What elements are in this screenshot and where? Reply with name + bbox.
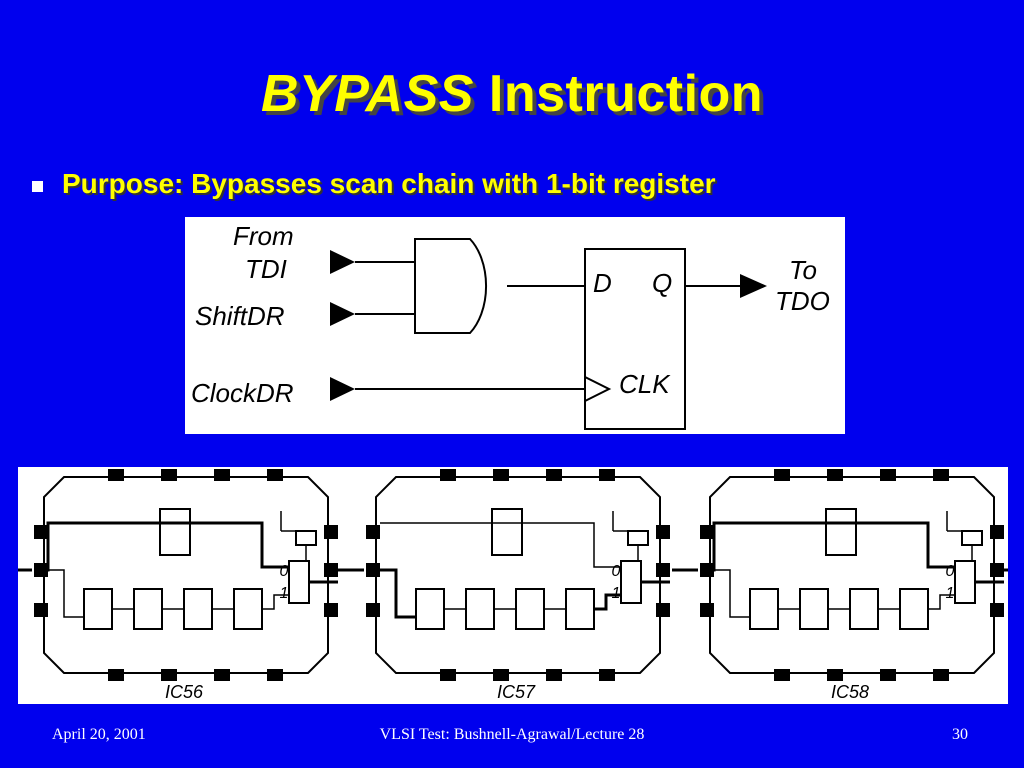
tdo-arrow-icon	[740, 274, 767, 298]
to-label: To	[789, 255, 817, 285]
clock-input-marker	[584, 376, 612, 402]
chip-ic56-mux-0: 0	[280, 563, 289, 580]
and-gate	[414, 238, 488, 334]
footer-date: April 20, 2001	[52, 726, 146, 743]
tdo-label: TDO	[775, 286, 830, 316]
bullet-item: Purpose: Bypasses scan chain with 1-bit …	[30, 168, 1010, 208]
board-scan-chain-figure: 0 1 0 1 0 1 IC56 IC57 IC58	[18, 467, 1008, 704]
bullet-square-icon	[32, 181, 43, 192]
shiftdr-arrow-icon	[330, 302, 355, 326]
shiftdr-label: ShiftDR	[195, 301, 285, 331]
chip-ic58-mux-0: 0	[946, 563, 955, 580]
tdi-label: TDI	[245, 254, 287, 284]
chip-ic56	[32, 467, 340, 683]
chip-ic56-label: IC56	[165, 682, 204, 702]
chip-ic56-mux-1: 1	[280, 585, 289, 602]
chip-ic57-mux-1: 1	[612, 585, 621, 602]
bullet-text: Purpose: Bypasses scan chain with 1-bit …	[62, 168, 716, 199]
clk-label: CLK	[619, 369, 671, 399]
chip-ic58	[698, 467, 1006, 683]
bypass-circuit-figure: From TDI ShiftDR ClockDR D Q CLK To TDO	[185, 217, 845, 434]
q-label: Q	[652, 268, 672, 298]
d-flip-flop	[584, 248, 686, 430]
from-label: From	[233, 221, 294, 251]
clockdr-label: ClockDR	[191, 378, 294, 408]
bypass-circuit-svg: From TDI ShiftDR ClockDR D Q CLK To TDO	[191, 221, 830, 430]
title-instruction: Instruction	[473, 65, 764, 123]
d-label: D	[593, 268, 612, 298]
chip-ic58-label: IC58	[831, 682, 869, 702]
footer-page-number: 30	[952, 726, 968, 743]
tdi-arrow-icon	[330, 250, 355, 274]
chip-ic57-label: IC57	[497, 682, 536, 702]
title-bypass: BYPASS	[260, 65, 474, 123]
slide-title: BYPASS Instruction	[0, 64, 1024, 124]
board-svg: 0 1 0 1 0 1 IC56 IC57 IC58	[18, 467, 1008, 702]
clockdr-arrow-icon	[330, 377, 355, 401]
chip-ic57	[364, 467, 672, 683]
footer-course: VLSI Test: Bushnell-Agrawal/Lecture 28	[379, 726, 645, 743]
chip-ic57-mux-0: 0	[612, 563, 621, 580]
chip-ic58-mux-1: 1	[946, 585, 955, 602]
